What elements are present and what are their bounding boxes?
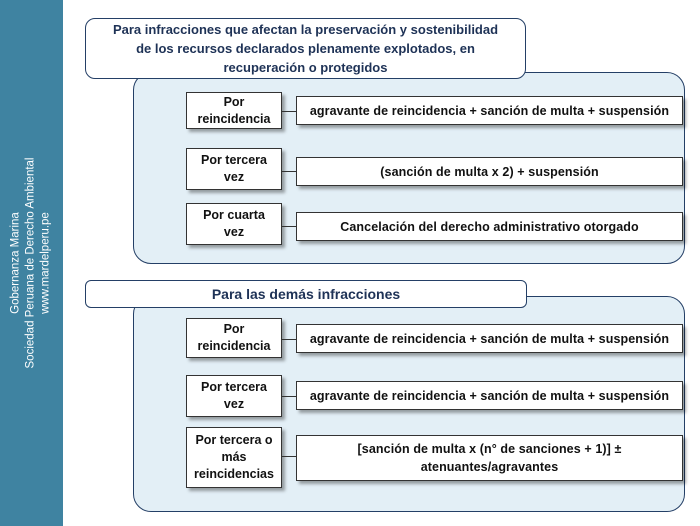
section2-row2-result-text: agravante de reincidencia + sanción de m… bbox=[309, 388, 670, 403]
section1-row1-connector bbox=[282, 111, 296, 112]
section2-row3-result: [sanción de multa x (n° de sanciones + 1… bbox=[296, 435, 683, 481]
section1-row2-label-line-1: Por tercera bbox=[200, 153, 267, 167]
section1-row3-label-line-2: vez bbox=[223, 225, 245, 239]
section1-title: Para infracciones que afectan la preserv… bbox=[85, 18, 526, 79]
section2-row3-label-line-2: más bbox=[221, 450, 247, 464]
sidebar-line-2: Sociedad Peruana de Derecho Ambiental bbox=[24, 157, 37, 369]
sidebar-line-1: Gobernanza Marina bbox=[9, 212, 22, 314]
section1-row1-result-text: agravante de reincidencia + sanción de m… bbox=[309, 103, 670, 118]
section1-row2-label-line-2: vez bbox=[223, 170, 245, 184]
section1-row2-connector bbox=[282, 171, 296, 172]
section2-row3-label-line-3: reincidencias bbox=[194, 467, 274, 481]
section2-row1-label-line-1: Por bbox=[223, 322, 245, 336]
section2-row3-result-line-2: atenuantes/agravantes bbox=[420, 460, 559, 474]
section1-row1-result: agravante de reincidencia + sanción de m… bbox=[296, 96, 683, 125]
section1-row2-result-text: (sanción de multa x 2) + suspensión bbox=[380, 164, 599, 179]
section1-row3-result: Cancelación del derecho administrativo o… bbox=[296, 212, 683, 241]
sidebar-band: Gobernanza Marina Sociedad Peruana de De… bbox=[0, 0, 63, 526]
section2-row1-result-text: agravante de reincidencia + sanción de m… bbox=[309, 331, 670, 346]
section1-row2-label: Por tercera vez bbox=[186, 148, 282, 190]
section1-title-line-2: de los recursos declarados plenamente ex… bbox=[136, 41, 475, 56]
section1-row3-connector bbox=[282, 226, 296, 227]
sidebar-credits: Gobernanza Marina Sociedad Peruana de De… bbox=[9, 158, 54, 369]
section2-row2-connector bbox=[282, 396, 296, 397]
section1-row3-label-line-1: Por cuarta bbox=[203, 208, 265, 222]
section1-row1-label: Por reincidencia bbox=[186, 92, 282, 129]
section1-title-line-3: recuperación o protegidos bbox=[223, 60, 388, 75]
section2-row1-label-line-2: reincidencia bbox=[197, 339, 271, 353]
section2-title-text: Para las demás infracciones bbox=[211, 286, 401, 302]
section2-row2-label-line-2: vez bbox=[223, 397, 245, 411]
section2-row2-label-line-1: Por tercera bbox=[200, 380, 267, 394]
section1-row2-result: (sanción de multa x 2) + suspensión bbox=[296, 157, 683, 186]
section2-row1-result: agravante de reincidencia + sanción de m… bbox=[296, 324, 683, 353]
section2-row1-connector bbox=[282, 339, 296, 340]
section1-row1-label-line-1: Por bbox=[223, 94, 245, 109]
section2-row2-label: Por tercera vez bbox=[186, 375, 282, 417]
section2-row2-result: agravante de reincidencia + sanción de m… bbox=[296, 381, 683, 410]
section1-row3-result-text: Cancelación del derecho administrativo o… bbox=[340, 219, 639, 234]
section2-row3-result-line-1: [sanción de multa x (n° de sanciones + 1… bbox=[357, 442, 622, 456]
section2-row1-label: Por reincidencia bbox=[186, 318, 282, 358]
section1-row3-label: Por cuarta vez bbox=[186, 203, 282, 245]
section1-row1-label-line-2: reincidencia bbox=[197, 111, 271, 126]
sidebar-line-3: www.mardelperu.pe bbox=[39, 212, 52, 314]
section2-row3-connector bbox=[282, 456, 296, 457]
section2-row3-label-line-1: Por tercera o bbox=[195, 433, 273, 447]
section2-title: Para las demás infracciones bbox=[85, 280, 527, 308]
section2-row3-label: Por tercera o más reincidencias bbox=[186, 427, 282, 488]
section1-title-line-1: Para infracciones que afectan la preserv… bbox=[112, 22, 499, 37]
